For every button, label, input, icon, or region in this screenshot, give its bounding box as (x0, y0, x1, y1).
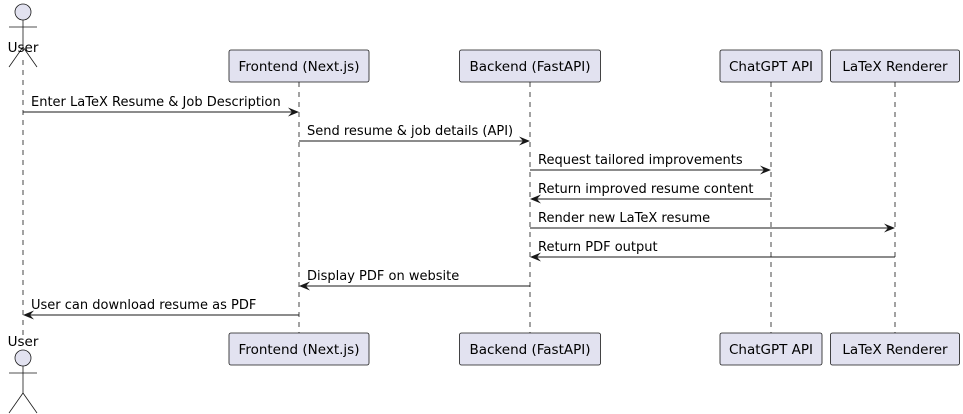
message-label: Return PDF output (538, 240, 658, 255)
participant-box (228, 49, 370, 83)
participant-label-latex-top: LaTeX Renderer (842, 59, 948, 75)
participant-label-frontend-bottom: Frontend (Next.js) (239, 342, 360, 358)
message-6: Return PDF output (530, 240, 895, 262)
participant-label-backend-bottom: Backend (FastAPI) (469, 342, 590, 358)
actor-leg-right (22, 46, 38, 68)
message-3: Request tailored improvements (530, 153, 771, 175)
participant-label-latex-bottom: LaTeX Renderer (842, 342, 948, 358)
arrowhead-icon (299, 281, 310, 291)
participant-chatgpt-top: ChatGPT API (719, 49, 823, 83)
participant-label-frontend-top: Frontend (Next.js) (239, 59, 360, 75)
participant-label-user-bottom: User (8, 334, 39, 350)
participant-label-chatgpt-top: ChatGPT API (729, 59, 813, 75)
participant-box (830, 49, 960, 83)
arrowhead-icon (530, 194, 541, 204)
actor-leg-right (22, 392, 38, 414)
message-label: Display PDF on website (307, 269, 459, 284)
arrowhead-icon (884, 223, 895, 233)
arrowhead-icon (519, 136, 530, 146)
participant-label-chatgpt-bottom: ChatGPT API (729, 342, 813, 358)
participant-latex-top: LaTeX Renderer (830, 49, 960, 83)
message-label: User can download resume as PDF (31, 298, 256, 313)
message-label: Render new LaTeX resume (538, 211, 710, 226)
participant-backend-top: Backend (FastAPI) (459, 49, 601, 83)
participant-frontend-bottom: Frontend (Next.js) (228, 332, 370, 366)
participant-chatgpt-bottom: ChatGPT API (719, 332, 823, 366)
participant-box (830, 332, 960, 366)
actor-user-bottom: User (8, 334, 39, 414)
participant-box (719, 332, 823, 366)
arrowhead-icon (530, 252, 541, 262)
participant-label-user-top: User (8, 40, 39, 56)
actor-leg-left (8, 392, 24, 414)
message-1: Enter LaTeX Resume & Job Description (23, 95, 299, 117)
participant-box (459, 332, 601, 366)
message-5: Render new LaTeX resume (530, 211, 895, 233)
participant-backend-bottom: Backend (FastAPI) (459, 332, 601, 366)
message-7: Display PDF on website (299, 269, 530, 291)
arrowhead-icon (288, 107, 299, 117)
actor-user-top: User (8, 3, 39, 68)
message-2: Send resume & job details (API) (299, 124, 530, 146)
message-label: Request tailored improvements (538, 153, 743, 168)
message-label: Return improved resume content (538, 182, 754, 197)
actor-head-icon (14, 349, 32, 367)
participant-box (459, 49, 601, 83)
arrowhead-icon (760, 165, 771, 175)
actor-head-icon (14, 3, 32, 21)
participant-box (228, 332, 370, 366)
participant-frontend-top: Frontend (Next.js) (228, 49, 370, 83)
message-label: Enter LaTeX Resume & Job Description (31, 95, 281, 110)
actor-leg-left (8, 46, 24, 68)
arrowhead-icon (23, 310, 34, 320)
message-4: Return improved resume content (530, 182, 771, 204)
participant-box (719, 49, 823, 83)
participant-latex-bottom: LaTeX Renderer (830, 332, 960, 366)
message-label: Send resume & job details (API) (307, 124, 513, 139)
participant-label-backend-top: Backend (FastAPI) (469, 59, 590, 75)
message-8: User can download resume as PDF (23, 298, 299, 320)
